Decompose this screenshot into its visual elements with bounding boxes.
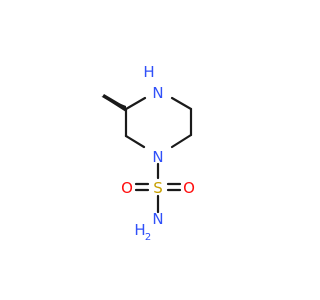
bond-c6-nh <box>124 96 147 111</box>
atom-oxygen-left: O <box>121 179 133 197</box>
wedge-bond-methyl-fill <box>101 96 126 112</box>
structure-diagram: N H N S O O N H 2 <box>101 63 195 243</box>
molecule-canvas: N H N S O O N H 2 <box>101 63 195 243</box>
bond-c3-n4 <box>170 133 193 149</box>
bond-n4-c5 <box>124 134 146 149</box>
atom-amide-h: H <box>134 221 145 239</box>
bond-nh-c2 <box>170 96 193 111</box>
atom-sulfur: S <box>153 179 163 197</box>
atom-amide-n: N <box>152 210 163 228</box>
atom-nh-n: N <box>152 84 163 102</box>
atom-nh-h: H <box>143 63 154 81</box>
atom-amide-h-count: 2 <box>145 232 151 243</box>
atom-oxygen-right: O <box>183 179 195 197</box>
atom-ring-n: N <box>152 148 163 166</box>
bonds <box>124 96 193 214</box>
